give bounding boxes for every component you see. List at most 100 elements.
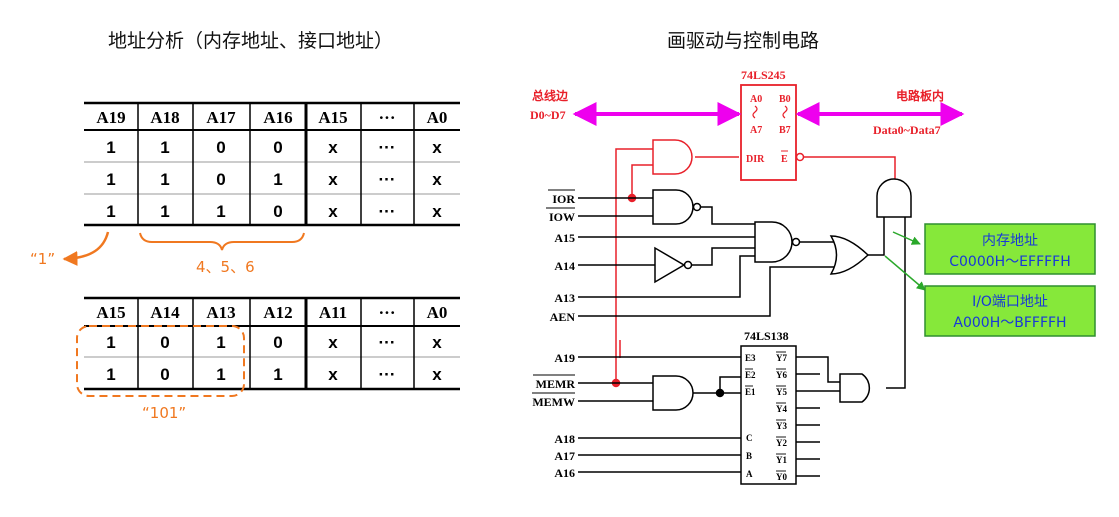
t2-header-4: A11 <box>319 303 347 322</box>
annotation-one: “1” <box>30 231 110 268</box>
t1-cell: ··· <box>379 170 396 189</box>
signal-a17: A17 <box>554 449 575 463</box>
chip138-e3: E3 <box>745 353 756 363</box>
bus-left-line2: D0~D7 <box>530 108 566 122</box>
signal-memw: MEMW <box>532 395 575 409</box>
chip138-y5: Y5 <box>776 387 787 397</box>
signal-a13: A13 <box>554 291 575 305</box>
annotation-101: “101” <box>76 325 245 422</box>
t1-cell: 0 <box>216 170 225 189</box>
signal-iow: IOW <box>549 210 575 224</box>
signal-a19: A19 <box>554 351 575 365</box>
t1-cell: x <box>432 138 442 157</box>
bus-right-line1: 电路板内 <box>896 88 944 103</box>
t1-header-2: A17 <box>206 108 236 127</box>
t1-header-3: A16 <box>263 108 292 127</box>
t1-header-0: A19 <box>96 108 125 127</box>
t2-header-6: A0 <box>427 303 448 322</box>
chip245-b0: B0 <box>779 94 791 105</box>
chip245-e: E <box>781 154 788 165</box>
chip138-e1: E1 <box>745 387 756 397</box>
io-box-line2: A000H～BFFFFH <box>953 315 1066 331</box>
address-or-gate <box>829 235 870 275</box>
chip138-b: B <box>746 451 752 461</box>
annotation-101-label: “101” <box>142 404 186 422</box>
t2-cell: 1 <box>273 365 282 384</box>
decoder-and-gate <box>839 373 871 403</box>
address-table-2: A15 A14 A13 A12 A11 ··· A0 1 0 1 0 x ···… <box>84 296 460 391</box>
t1-cell: 1 <box>106 202 115 221</box>
t2-cell: 1 <box>216 333 225 352</box>
t2-header-0: A15 <box>96 303 125 322</box>
t1-header-1: A18 <box>150 108 179 127</box>
signal-ior: IOR <box>552 192 575 206</box>
t2-cell: x <box>432 333 442 352</box>
t1-cell: x <box>432 170 442 189</box>
t2-header-2: A13 <box>206 303 235 322</box>
signal-a14: A14 <box>554 259 575 273</box>
t2-cell: ··· <box>379 365 396 384</box>
chip245-a0: A0 <box>750 94 762 105</box>
t2-header-5: ··· <box>378 303 395 322</box>
bus-left-line1: 总线边 <box>532 88 569 103</box>
memory-box-line1: 内存地址 <box>982 233 1038 249</box>
address-nand-gate <box>754 221 793 263</box>
chip138-y6: Y6 <box>776 370 787 380</box>
chip138-y3: Y3 <box>776 421 787 431</box>
chip138-e2: E2 <box>745 370 756 380</box>
address-table-1: A19 A18 A17 A16 A15 ··· A0 1 1 0 0 x ···… <box>84 101 460 227</box>
chip138-y0: Y0 <box>776 472 787 482</box>
t1-cell: 1 <box>160 138 169 157</box>
t2-cell: 1 <box>216 365 225 384</box>
t1-cell: x <box>328 138 338 157</box>
chip138-a: A <box>746 469 753 479</box>
t1-cell: 0 <box>216 138 225 157</box>
chip138-y2: Y2 <box>776 438 787 448</box>
t1-header-5: ··· <box>378 108 395 127</box>
chip138-y1: Y1 <box>776 455 787 465</box>
t1-cell: x <box>328 202 338 221</box>
t1-cell: 1 <box>160 202 169 221</box>
t1-cell: 0 <box>273 138 282 157</box>
t2-cell: x <box>328 333 338 352</box>
chip-74ls245: 74LS245 A0 A7 B0 B7 DIR E <box>740 68 805 181</box>
annotation-456: 4、5、6 <box>139 232 305 276</box>
t1-cell: 1 <box>216 202 225 221</box>
signal-a18: A18 <box>554 432 575 446</box>
t1-cell: ··· <box>379 138 396 157</box>
left-title: 地址分析（内存地址、接口地址） <box>108 30 394 52</box>
chip138-y7: Y7 <box>776 353 787 363</box>
signal-a15: A15 <box>554 231 575 245</box>
t2-cell: 0 <box>160 365 169 384</box>
chip138-name: 74LS138 <box>744 329 789 343</box>
mem-and-gate <box>652 375 694 411</box>
io-and-gate <box>652 189 694 225</box>
chip138-c: C <box>746 433 753 443</box>
a14-inverter <box>654 246 686 284</box>
bus-right-line2: Data0~Data7 <box>873 123 941 137</box>
t1-cell: 1 <box>106 170 115 189</box>
chip245-name: 74LS245 <box>741 68 786 82</box>
memory-address-box: 内存地址 C0000H～EFFFFH <box>924 223 1096 275</box>
t2-cell: 0 <box>273 333 282 352</box>
t2-cell: x <box>432 365 442 384</box>
t1-header-6: A0 <box>427 108 448 127</box>
t2-cell: ··· <box>379 333 396 352</box>
dir-and-gate <box>652 139 693 175</box>
chip245-a7: A7 <box>750 125 762 136</box>
t1-cell: 1 <box>273 170 282 189</box>
t1-cell: 0 <box>273 202 282 221</box>
t2-cell: 0 <box>160 333 169 352</box>
t1-cell: x <box>432 202 442 221</box>
chip245-b7: B7 <box>779 125 791 136</box>
t1-header-4: A15 <box>318 108 347 127</box>
t2-cell: 1 <box>106 365 115 384</box>
signal-a16: A16 <box>554 466 575 480</box>
chip138-y4: Y4 <box>776 404 787 414</box>
chip245-dir: DIR <box>746 154 765 165</box>
annotation-456-label: 4、5、6 <box>196 258 255 276</box>
t1-cell: x <box>328 170 338 189</box>
t1-cell: 1 <box>106 138 115 157</box>
chip-74ls138: 74LS138 E3 E2 E1 C B A Y7 Y6 Y5 Y4 Y3 Y2… <box>740 329 840 485</box>
